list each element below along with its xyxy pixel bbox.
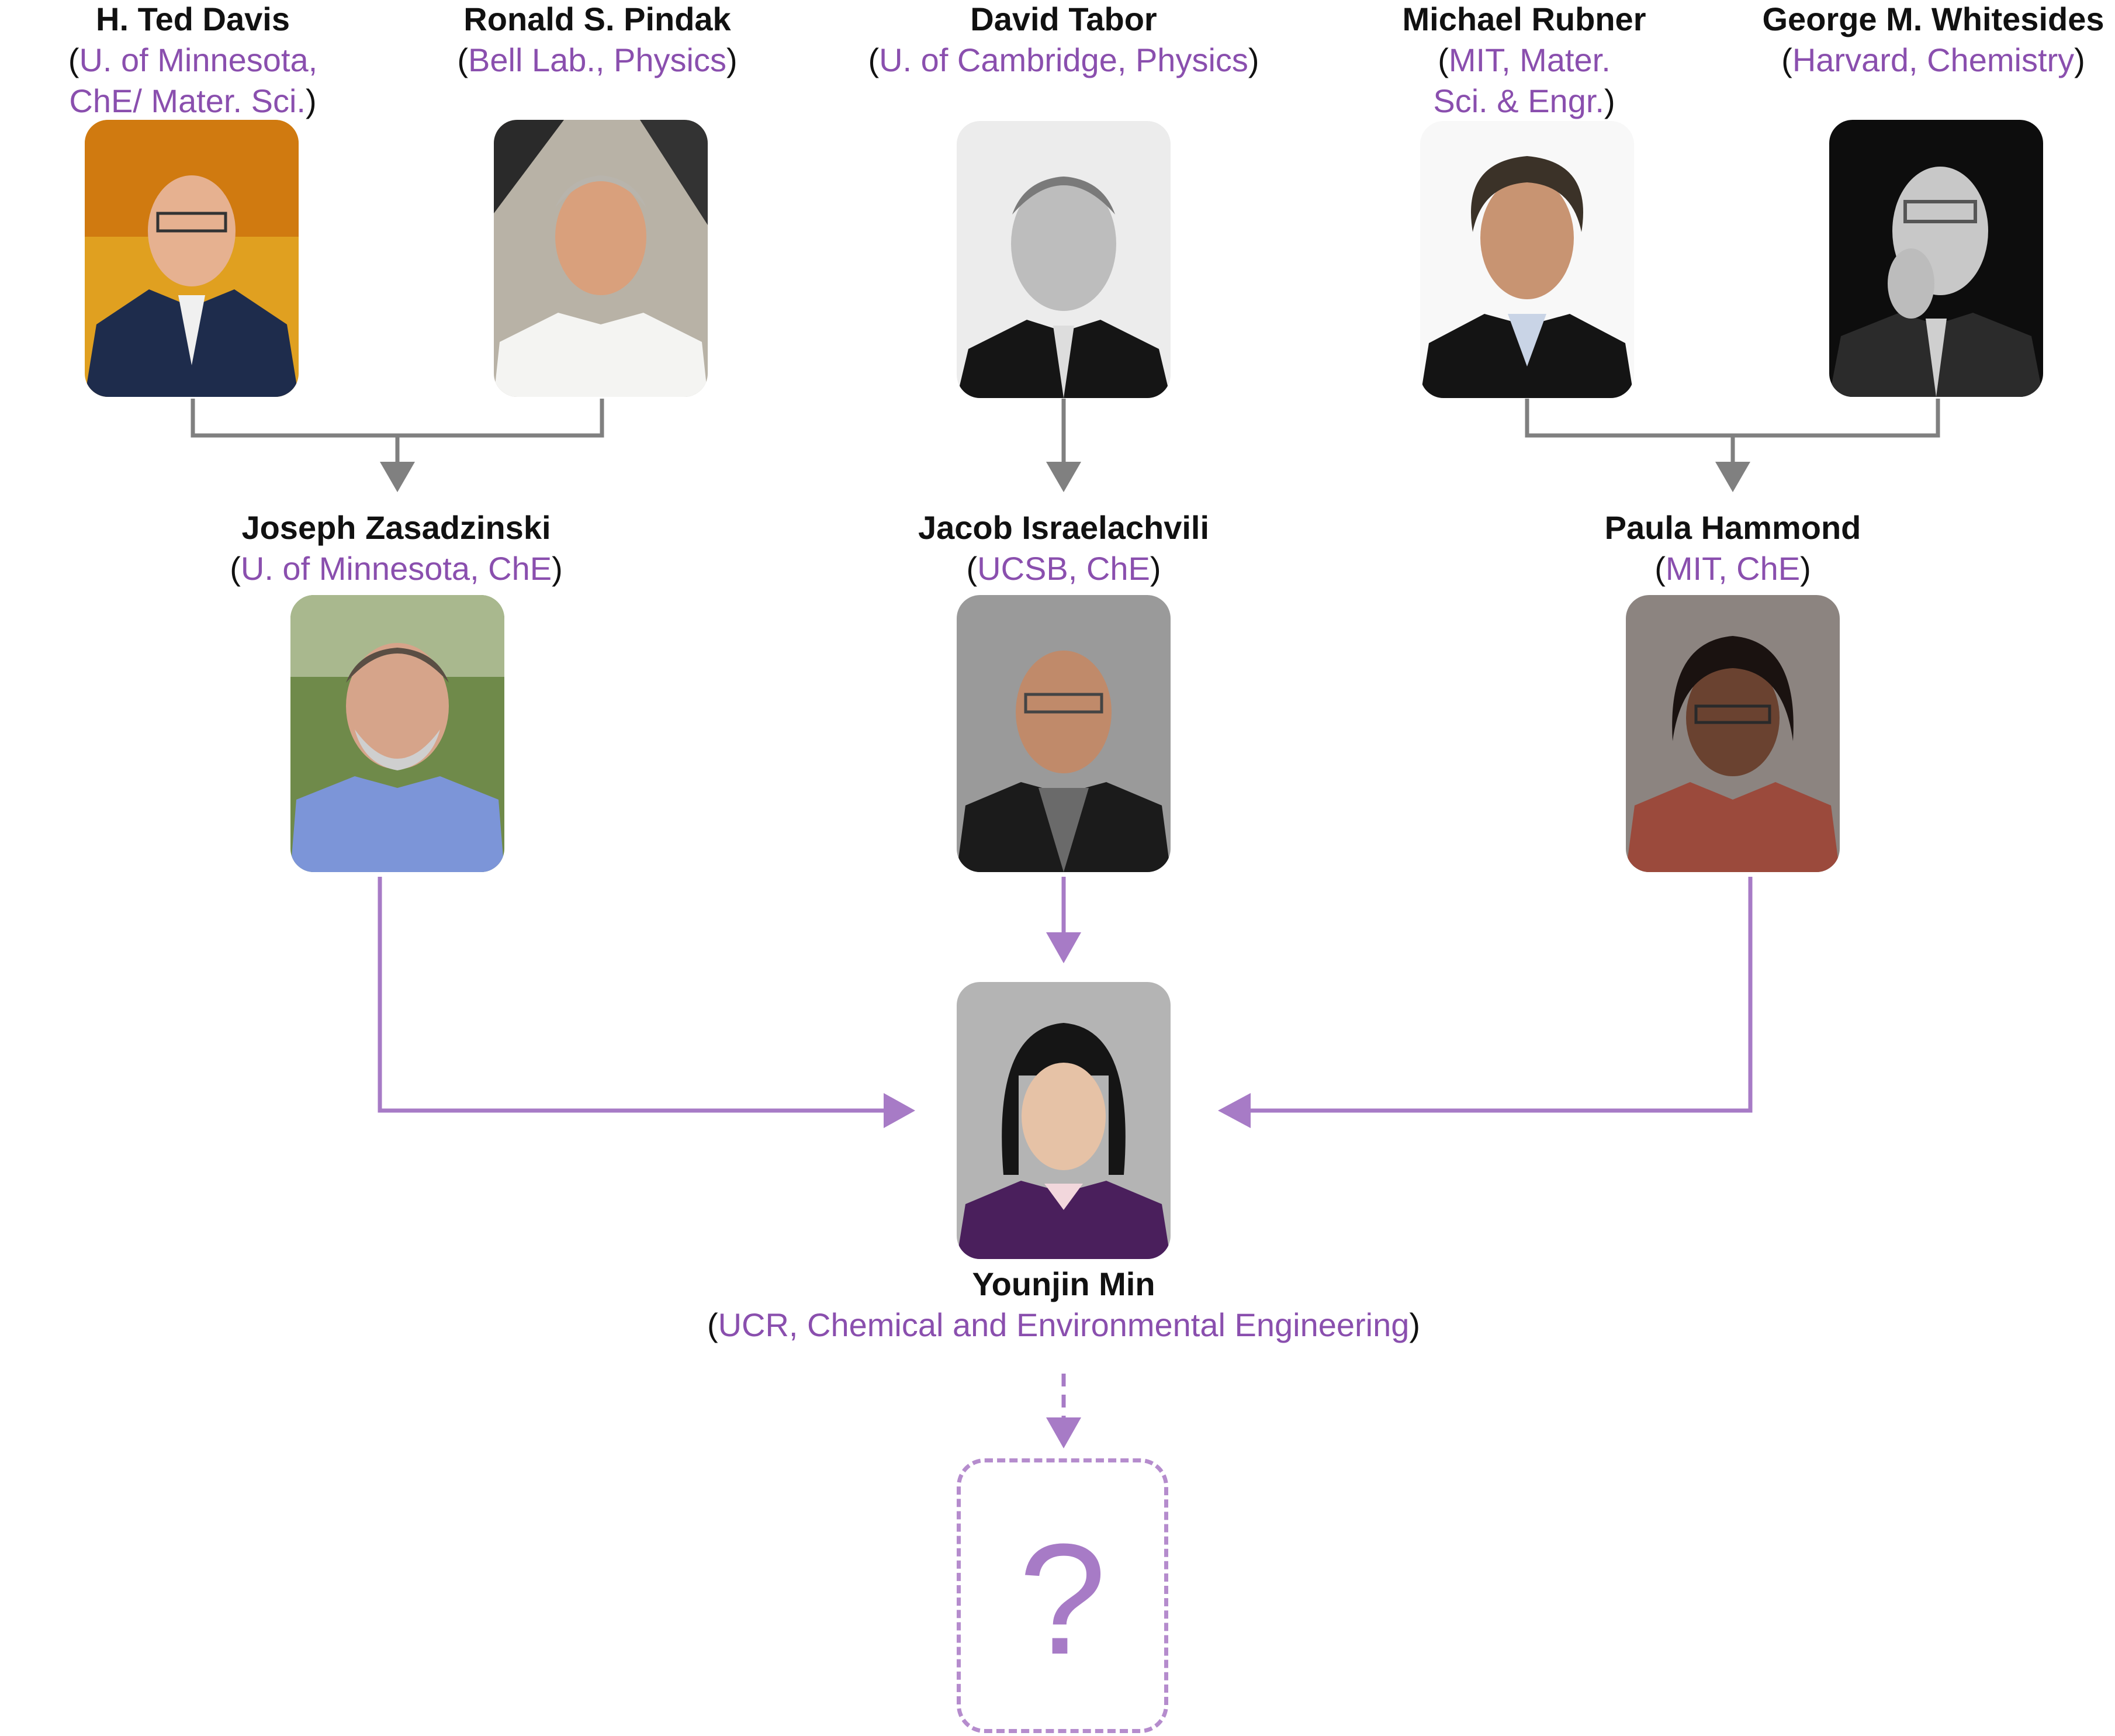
question-mark: ? [1018,1512,1107,1687]
affiliation-israelachvili: (UCSB, ChE) [966,550,1161,587]
name-israelachvili: Jacob Israelachvili [918,509,1210,546]
photo-zasadzinski [290,595,504,872]
name-rubner: Michael Rubner [1402,1,1646,37]
name-min: Younjin Min [972,1265,1155,1302]
name-hammond: Paula Hammond [1604,509,1861,546]
photo-whitesides [1829,120,2043,397]
affiliation-zasadzinski: (U. of Minnesota, ChE) [230,550,563,587]
name-tabor: David Tabor [970,1,1157,37]
arrow-hammond-min [1218,1093,1251,1128]
future-placeholder-box: ? [957,1458,1168,1733]
line-davis-pindak [191,399,604,438]
photo-min [957,982,1171,1259]
affiliation-min: (UCR, Chemical and Environmental Enginee… [707,1306,1421,1343]
arrow-israelachvili-min [1046,932,1081,963]
arrow-min-future [1046,1417,1081,1448]
photo-davis [85,120,299,397]
photo-tabor [957,121,1171,398]
arrow-to-hammond [1715,462,1750,492]
line-hammond-min [1245,877,1753,1113]
name-pindak: Ronald S. Pindak [463,1,731,37]
affiliation-whitesides: (Harvard, Chemistry) [1781,42,2085,78]
photo-pindak [494,120,708,397]
affiliation-hammond: (MIT, ChE) [1654,550,1811,587]
affiliation-rubner-line2: Sci. & Engr.) [1433,82,1615,119]
photo-israelachvili [957,595,1171,872]
affiliation-davis-line2: ChE/ Mater. Sci.) [69,82,317,119]
photo-hammond [1626,595,1840,872]
line-zasadzinski-min [378,877,888,1113]
name-davis: H. Ted Davis [96,1,290,37]
arrow-zasadzinski-min [884,1093,915,1128]
name-whitesides: George M. Whitesides [1762,1,2104,37]
affiliation-tabor: (U. of Cambridge, Physics) [868,42,1259,78]
photo-rubner [1420,121,1634,398]
arrow-to-zasadzinski [380,462,415,492]
line-rubner-whitesides [1525,399,1940,438]
name-zasadzinski: Joseph Zasadzinski [241,509,551,546]
affiliation-davis: (U. of Minnesota, [68,42,318,78]
affiliation-rubner: (MIT, Mater. [1438,42,1611,78]
affiliation-pindak: (Bell Lab., Physics) [457,42,738,78]
arrow-to-israelachvili [1046,462,1081,492]
